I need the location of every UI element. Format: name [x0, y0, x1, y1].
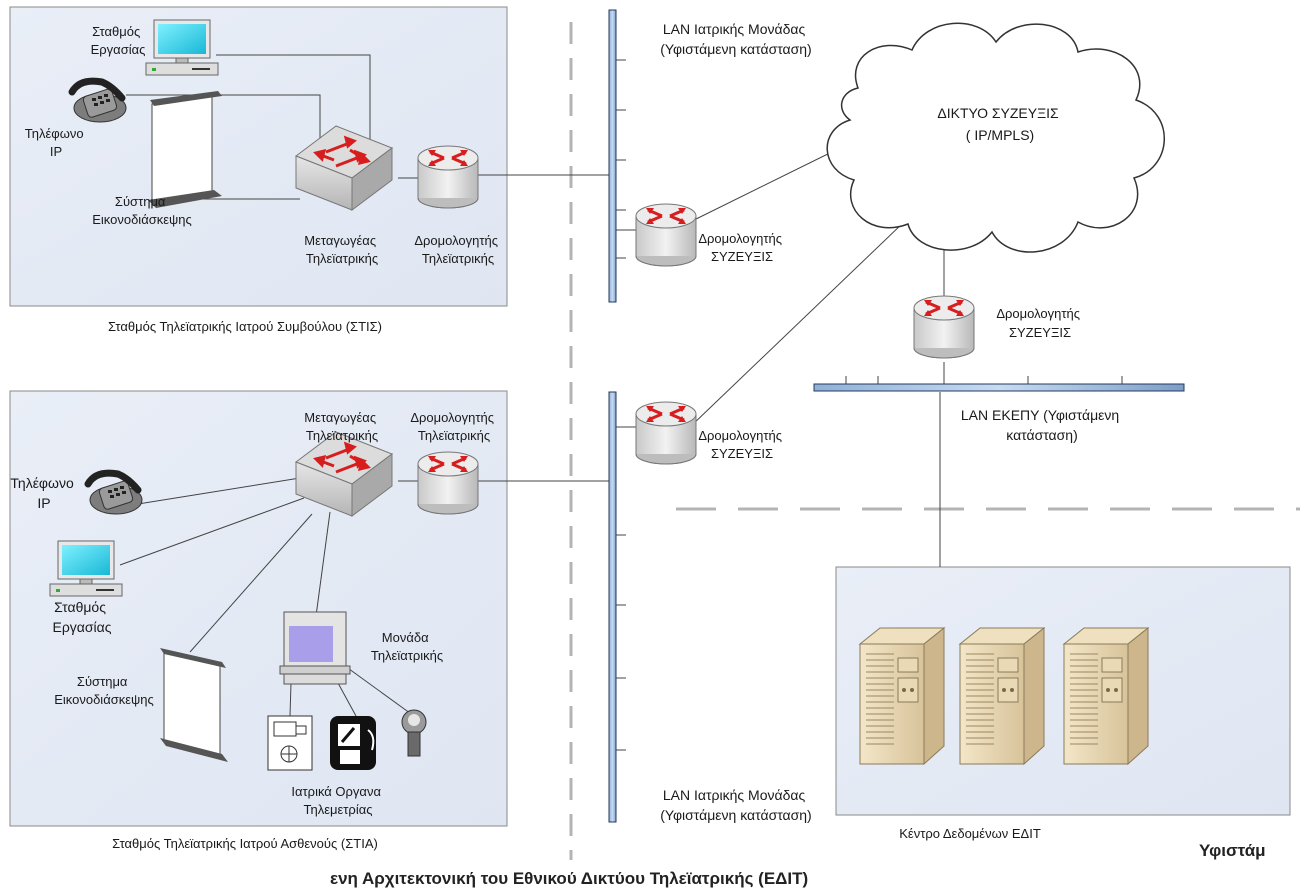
video-conference-label: Σύστημα Εικονοδιάσκεψης — [54, 674, 154, 707]
figure-caption-part2: ενη Αρχιτεκτονική του Εθνικού Δικτύου Τη… — [330, 869, 809, 888]
lan-bus-bottom — [608, 391, 626, 823]
video-conference-label: Σύστημα Εικονοδιάσκεψης — [92, 194, 192, 227]
figure-caption-part1: Υφιστάμ — [1199, 841, 1266, 860]
lan-top-label: LAN Ιατρικής Μονάδας (Υφιστάμενη κατάστα… — [660, 21, 811, 57]
router-link-icon — [634, 202, 698, 268]
video-conference-screen-icon — [148, 91, 222, 208]
station-bottom-title: Σταθμός Τηλεϊατρικής Ιατρού Ασθενούς (ΣΤ… — [112, 836, 378, 851]
router-link-right-icon — [912, 294, 976, 360]
station-top-title: Σταθμός Τηλεϊατρικής Ιατρού Συμβούλου (Σ… — [108, 319, 382, 334]
router-link-label: Δρομολογητής ΣΥΖΕΥΞΙΣ — [698, 231, 785, 264]
cloud-label: ΔΙΚΤΥΟ ΣΥΖΕΥΞΙΣ ( IP/MPLS) — [937, 105, 1062, 143]
router-link-label: Δρομολογητής ΣΥΖΕΥΞΙΣ — [698, 428, 785, 461]
blood-pressure-device-icon — [330, 716, 376, 770]
connection-lines — [119, 54, 945, 717]
router-label: Δρομολογητής Τηλεϊατρικής — [414, 233, 501, 266]
workstation-label: Σταθμός Εργασίας — [53, 599, 112, 635]
workstation-icon — [49, 540, 123, 597]
video-conference-screen-icon — [160, 648, 228, 762]
workstation-label: Σταθμός Εργασίας — [91, 24, 146, 57]
switch-label: Μεταγωγέας Τηλεϊατρικής — [304, 410, 379, 443]
router-icon — [416, 144, 480, 210]
server-icon — [859, 627, 945, 765]
medical-instruments-label: Ιατρικά Οργανα Τηλεμετρίας — [291, 784, 384, 817]
server-icon — [1063, 627, 1149, 765]
telemedicine-unit-label: Μονάδα Τηλεϊατρικής — [371, 630, 443, 663]
router-link-icon — [634, 400, 698, 466]
network-cloud — [826, 22, 1165, 253]
router-link-right-label: Δρομολογητής ΣΥΖΕΥΞΙΣ — [996, 306, 1083, 340]
lan-bottom-label: LAN Ιατρικής Μονάδας (Υφιστάμενη κατάστα… — [660, 787, 811, 823]
workstation-icon — [145, 19, 219, 76]
datacenter-label: Κέντρο Δεδομένων ΕΔΙΤ — [899, 826, 1041, 841]
lan-bus-top — [608, 9, 626, 303]
lan-ekepy-label: LAN ΕΚΕΠΥ (Υφιστάμενη κατάσταση) — [961, 407, 1123, 443]
switch-label: Μεταγωγέας Τηλεϊατρικής — [304, 233, 379, 266]
server-icon — [959, 627, 1045, 765]
ip-phone-label: Τηλέφωνο IP — [25, 126, 87, 159]
telemedicine-unit-icon — [279, 611, 351, 685]
telemetry-device-icon — [267, 715, 313, 771]
ip-phone-label: Τηλέφωνο IP — [10, 475, 77, 511]
lan-bus-ekepy — [813, 376, 1185, 392]
router-icon — [416, 450, 480, 516]
stethoscope-probe-icon — [401, 709, 427, 757]
router-label: Δρομολογητής Τηλεϊατρικής — [410, 410, 497, 443]
